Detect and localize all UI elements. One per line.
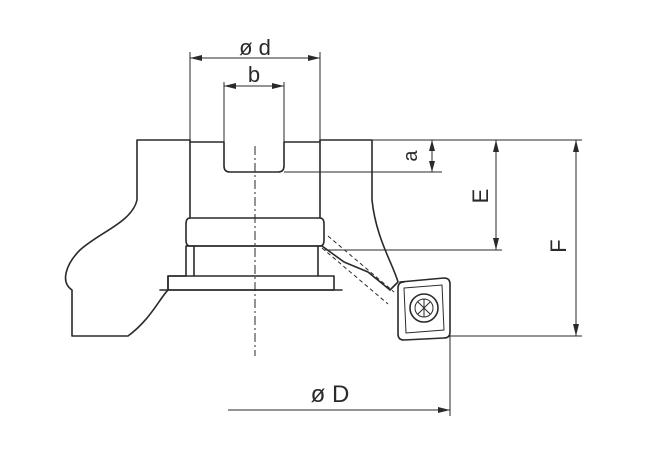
cutter-diameter-label: ø D bbox=[311, 381, 350, 408]
bore-diameter-arrow-right bbox=[308, 55, 320, 61]
height-f-label: F bbox=[546, 239, 571, 252]
coolant-hole-upper bbox=[327, 235, 395, 293]
height-f-arrow-top bbox=[573, 140, 579, 152]
keyway-width-arrow-right bbox=[272, 83, 284, 89]
insert-inner-edge bbox=[403, 284, 445, 334]
height-f-arrow-bottom bbox=[573, 324, 579, 336]
cutter-diameter-arrow bbox=[438, 407, 450, 413]
depth-e-arrow-top bbox=[493, 140, 499, 152]
keyway-width-label: b bbox=[248, 62, 260, 87]
depth-e-arrow-bottom bbox=[493, 238, 499, 250]
keyway-slot bbox=[189, 141, 321, 173]
coolant-hole-lower bbox=[321, 247, 389, 305]
keyway-depth-label: a bbox=[400, 150, 422, 162]
keyway-depth-arrow-top bbox=[429, 140, 435, 151]
bore-diameter-label: ø d bbox=[239, 35, 271, 60]
keyway-depth-arrow-bottom bbox=[429, 161, 435, 172]
insert-screw-icon bbox=[409, 293, 439, 323]
base-step-upper bbox=[167, 275, 335, 291]
insert bbox=[397, 277, 451, 341]
keyway-width-arrow-left bbox=[224, 83, 236, 89]
bore-diameter-arrow-left bbox=[190, 55, 202, 61]
cutter-body-outline bbox=[64, 139, 399, 337]
collar bbox=[185, 217, 325, 247]
depth-e-label: E bbox=[468, 189, 493, 204]
